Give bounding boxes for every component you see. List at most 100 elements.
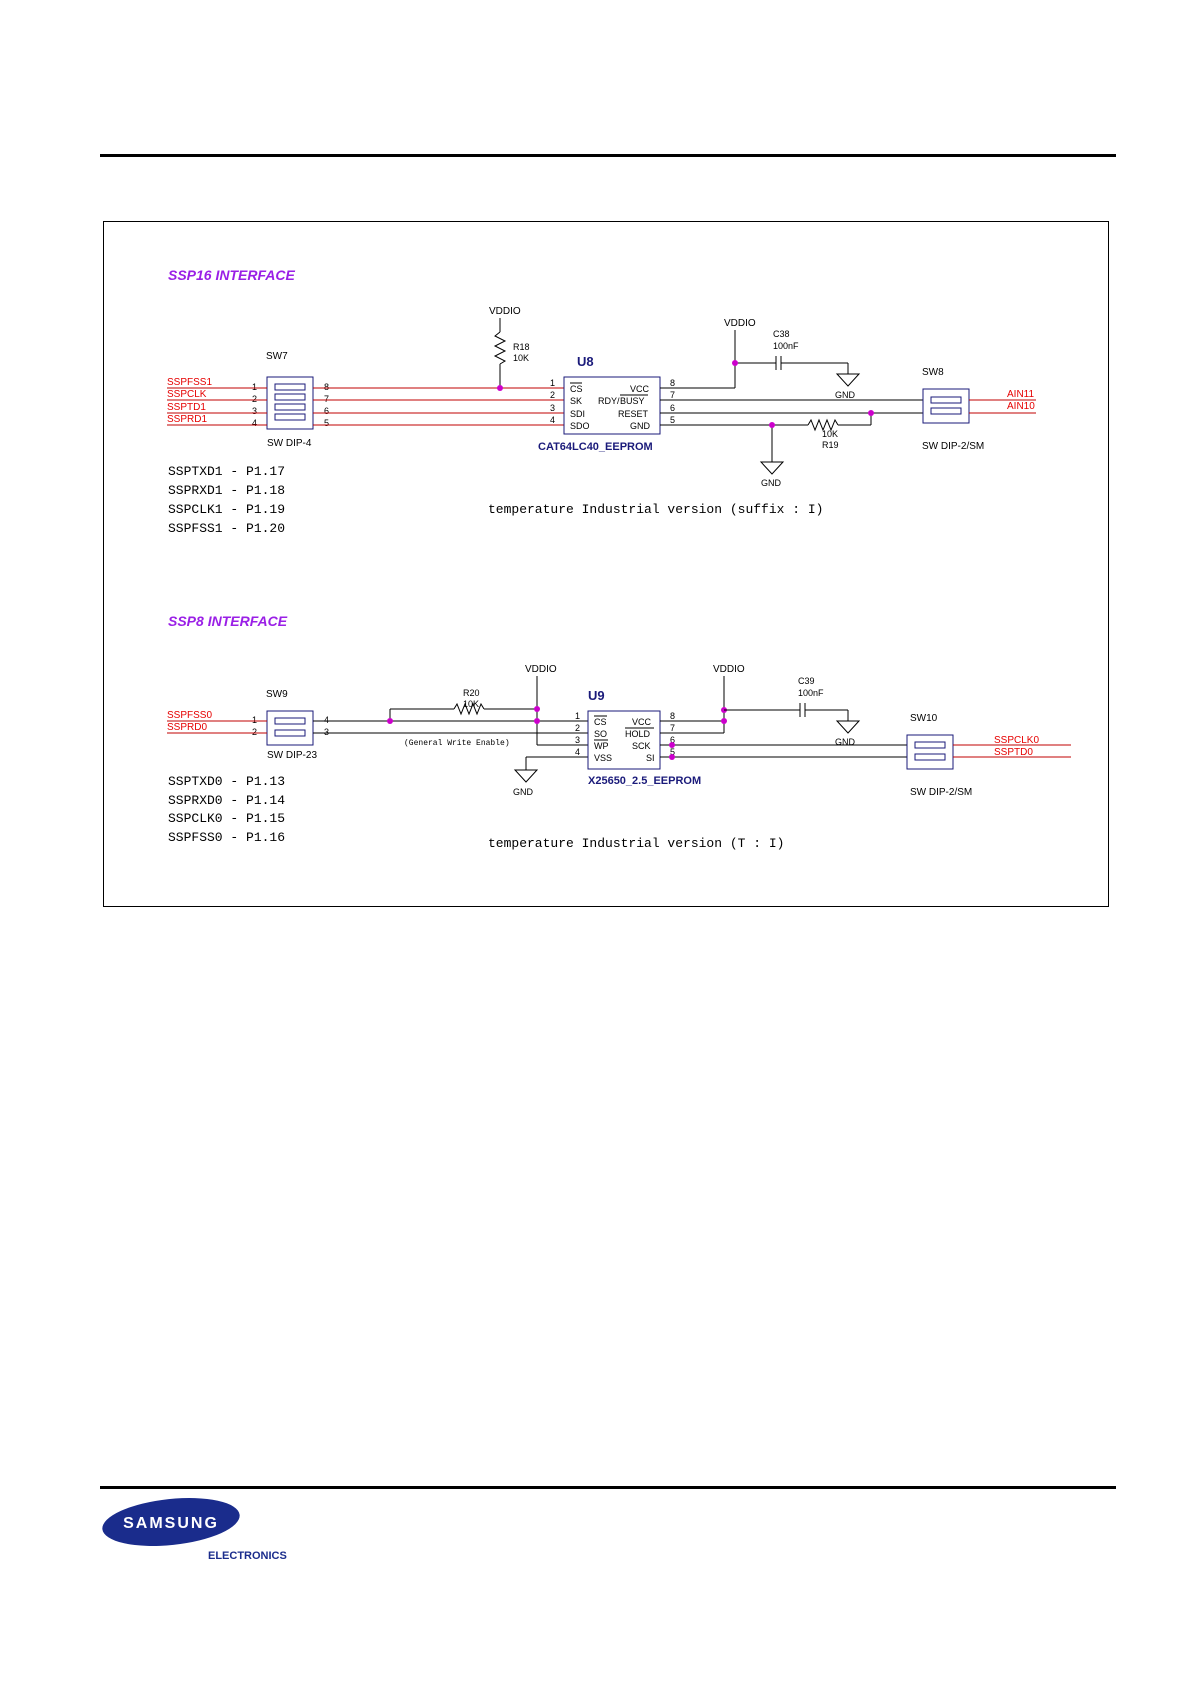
- vddio-label: VDDIO: [525, 664, 557, 675]
- resistor-r18: [493, 331, 507, 365]
- pin-map-line: SSPTXD0 - P1.13: [168, 774, 285, 789]
- sw9-slot: [274, 729, 306, 737]
- pin-map-line: SSPCLK0 - P1.15: [168, 811, 285, 826]
- footer-rule: [100, 1486, 1116, 1489]
- u8-pin-name: SK: [570, 396, 582, 406]
- sw9-pin: 1: [252, 715, 257, 725]
- gnd-label: GND: [513, 787, 534, 797]
- u9-pin-name: VCC: [632, 717, 652, 727]
- ground-icon: [759, 461, 785, 475]
- sw10-value: SW DIP-2/SM: [910, 787, 972, 798]
- u8-pin-name: BUSY: [620, 396, 645, 406]
- u9-pin-name: WP: [594, 741, 609, 751]
- sw8-ref: SW8: [922, 367, 944, 378]
- u8-pin: 4: [550, 415, 555, 425]
- r19-ref: R19: [822, 440, 839, 450]
- junction-dot: [534, 718, 540, 724]
- vddio-label: VDDIO: [724, 318, 756, 329]
- net-label: SSPRD1: [167, 414, 207, 425]
- sw10-ref: SW10: [910, 713, 938, 724]
- u8-pin-name: SDI: [570, 409, 585, 419]
- sw7-pin: 5: [324, 418, 329, 428]
- sw7-pin: 1: [252, 382, 257, 392]
- junction-dot: [534, 706, 540, 712]
- schematic-frame: [103, 221, 1109, 907]
- u8-pin-name: CS: [570, 384, 583, 394]
- net-label: SSPFSS1: [167, 377, 212, 388]
- junction-dot: [721, 718, 727, 724]
- pin-map-line: SSPFSS1 - P1.20: [168, 521, 285, 536]
- c39-value: 100nF: [798, 688, 824, 698]
- sw8-body: [922, 388, 970, 424]
- u8-pin-name: GND: [630, 421, 651, 431]
- net-label: SSPCLK0: [994, 735, 1039, 746]
- u8-pin: 2: [550, 390, 555, 400]
- sw7-ref: SW7: [266, 351, 288, 362]
- sw7-slot: [274, 383, 306, 391]
- sw7-slot: [274, 393, 306, 401]
- u8-pin: 1: [550, 378, 555, 388]
- sw9-pin: 2: [252, 727, 257, 737]
- u9-part: X25650_2.5_EEPROM: [588, 775, 701, 787]
- sw7-pin: 4: [252, 418, 257, 428]
- sw7-pin: 3: [252, 406, 257, 416]
- pin-map-line: SSPRXD1 - P1.18: [168, 483, 285, 498]
- u8-pin: 7: [670, 390, 675, 400]
- sw9-pin: 4: [324, 715, 329, 725]
- net-label: AIN10: [1007, 401, 1035, 412]
- sw9-body: [266, 710, 314, 746]
- resistor-r19: [807, 418, 839, 432]
- u8-pin: 3: [550, 403, 555, 413]
- junction-dot: [732, 360, 738, 366]
- r19-value: 10K: [822, 429, 838, 439]
- gnd-label: GND: [761, 478, 782, 488]
- c39-ref: C39: [798, 676, 815, 686]
- u9-pin: 3: [575, 735, 580, 745]
- u8-pin: 6: [670, 403, 675, 413]
- u8-pin-name: SDO: [570, 421, 590, 431]
- u9-pin: 7: [670, 723, 675, 733]
- pin-map-line: SSPTXD1 - P1.17: [168, 464, 285, 479]
- u8-body: [563, 376, 661, 435]
- logo-wordmark: SAMSUNG: [123, 1515, 219, 1532]
- section-title-ssp8: SSP8 INTERFACE: [168, 613, 288, 629]
- sw7-pin: 6: [324, 406, 329, 416]
- u9-pin: 6: [670, 735, 675, 745]
- net-label: SSPFSS0: [167, 710, 212, 721]
- u8-pin: 8: [670, 378, 675, 388]
- pin-map-line: SSPFSS0 - P1.16: [168, 830, 285, 845]
- sw9-pin: 3: [324, 727, 329, 737]
- u9-pin-name: VSS: [594, 753, 612, 763]
- sw7-pin: 8: [324, 382, 329, 392]
- temperature-note: temperature Industrial version (suffix :…: [488, 502, 823, 517]
- c38-ref: C38: [773, 329, 790, 339]
- sw7-value: SW DIP-4: [267, 438, 312, 449]
- sw10-slot: [914, 753, 946, 761]
- sw8-slot: [930, 407, 962, 415]
- sw7-slot: [274, 413, 306, 421]
- junction-dot: [868, 410, 874, 416]
- sw8-slot: [930, 396, 962, 404]
- temperature-note: temperature Industrial version (T : I): [488, 836, 784, 851]
- ground-icon: [835, 720, 861, 734]
- net-label: AIN11: [1007, 389, 1034, 400]
- pin-map-line: SSPCLK1 - P1.19: [168, 502, 285, 517]
- u8-ref: U8: [577, 354, 594, 369]
- u9-pin: 8: [670, 711, 675, 721]
- u9-pin: 5: [670, 747, 675, 757]
- r20-value: 10K: [463, 699, 479, 709]
- ground-icon: [835, 373, 861, 387]
- net-label: SSPTD1: [167, 402, 206, 413]
- junction-dot: [769, 422, 775, 428]
- header-rule: [100, 154, 1116, 157]
- vddio-label: VDDIO: [713, 664, 745, 675]
- r18-ref: R18: [513, 342, 530, 352]
- c38-value: 100nF: [773, 341, 799, 351]
- junction-dot: [497, 385, 503, 391]
- u9-pin: 2: [575, 723, 580, 733]
- sw10-slot: [914, 741, 946, 749]
- u8-pin-name: RESET: [618, 409, 649, 419]
- u9-pin: 1: [575, 711, 580, 721]
- sw7-pin: 7: [324, 394, 329, 404]
- r20-ref: R20: [463, 688, 480, 698]
